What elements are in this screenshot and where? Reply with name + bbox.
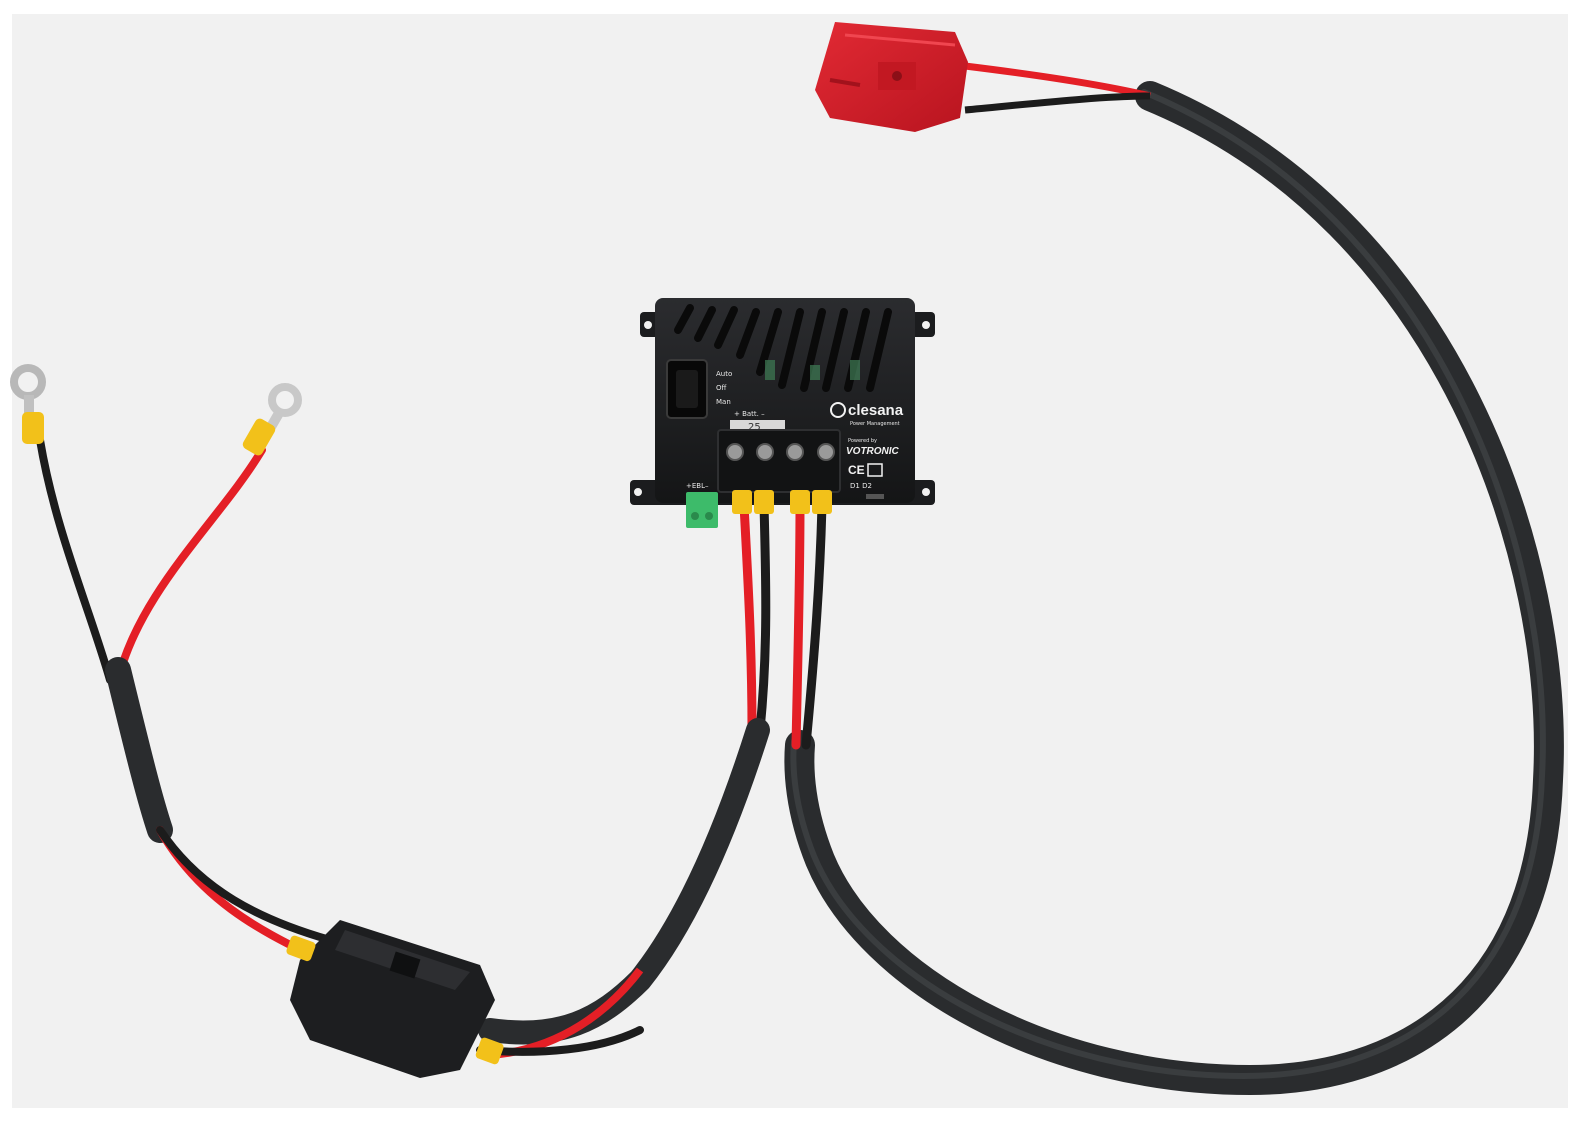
main-cable (784, 81, 1564, 1096)
ebl-label: +EBL– (686, 482, 709, 490)
fuse-holder-icon (286, 920, 504, 1078)
device-wires (739, 500, 827, 750)
plug-red-lead (964, 62, 1151, 100)
battery-controller-device: Auto Off Man + Batt. – 25 clesana Power … (630, 298, 935, 528)
status-led-slot (866, 494, 884, 499)
switch-label-man: Man (716, 398, 731, 406)
ce-mark-icon: CE (848, 463, 865, 477)
ebl-terminal (686, 492, 718, 528)
terminal-screws (726, 443, 835, 461)
switch-label-off: Off (716, 384, 727, 392)
manual-book-icon (867, 463, 883, 477)
fuse-cable (478, 718, 770, 1045)
screw-terminal-block (717, 429, 841, 493)
powered-by-label: Powered by (848, 438, 877, 444)
ring-terminal-icon (10, 364, 302, 456)
brand-name: clesana (848, 402, 904, 419)
wire-ferrules (732, 490, 832, 514)
switch-label-auto: Auto (716, 370, 732, 378)
photo-background (12, 14, 1568, 1108)
vent-slots (674, 304, 892, 392)
plug-black-lead (964, 92, 1151, 114)
batt-label: + Batt. – (734, 410, 765, 418)
manufacturer-name: VOTRONIC (846, 446, 900, 457)
pcb-glimpse (765, 360, 860, 380)
d1-d2-label: D1 D2 (850, 482, 872, 490)
anderson-connector-icon (815, 22, 968, 132)
fuse-value: 25 (748, 422, 761, 433)
brand-logo-icon (830, 402, 846, 418)
brand-subtitle: Power Management (850, 421, 900, 427)
